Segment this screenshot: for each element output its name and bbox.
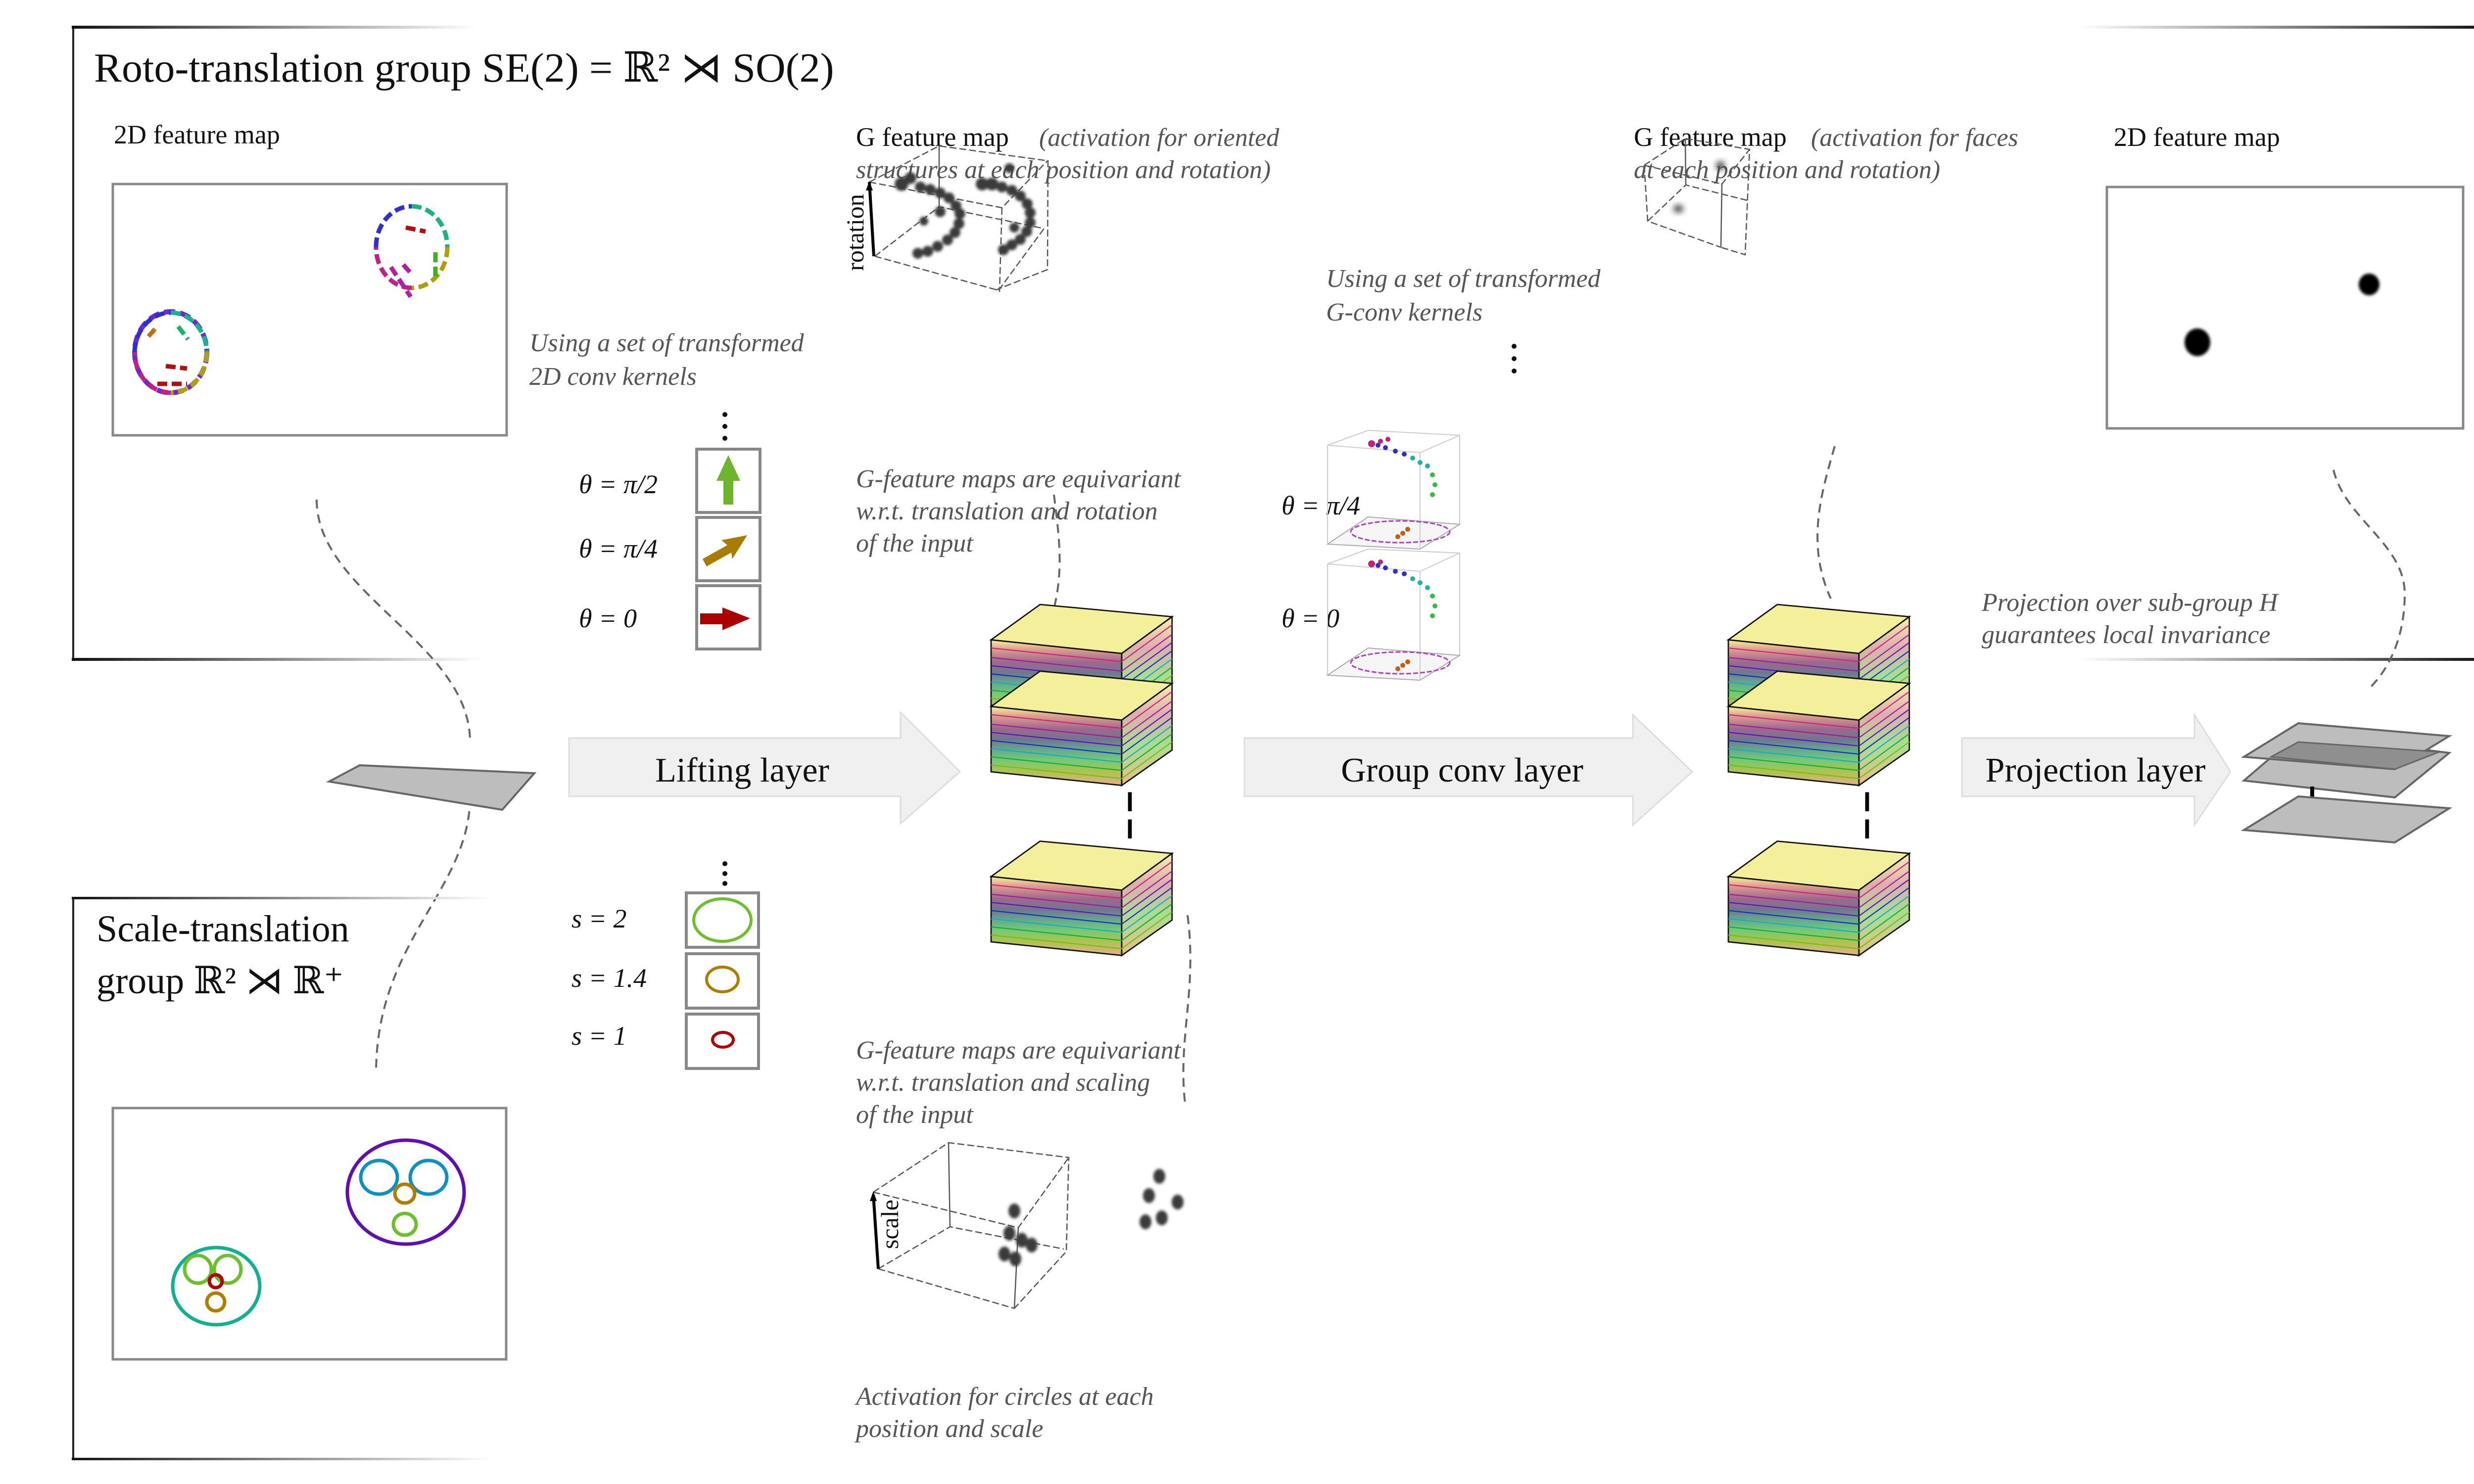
group-conv-layer-arrow[interactable]: Group conv layer xyxy=(1243,713,1694,827)
rotation-kernel-list: θ = π/2 θ = π/4 θ = 0 xyxy=(579,448,761,650)
rotation-axis-label: rotation xyxy=(841,194,869,271)
circle-medium-icon xyxy=(705,966,740,993)
gconv-kernel-label: θ = π/4 xyxy=(1282,491,1360,520)
scale-kernel-list: s = 2 s = 1.4 s = 1 xyxy=(571,891,760,1070)
kernel-s-1-4: s = 1.4 xyxy=(571,952,760,1010)
output-activation-dot xyxy=(2185,328,2210,356)
gconv-feature-stack xyxy=(1727,603,1910,956)
scale-equivariance-line-2: w.r.t. translation and scaling xyxy=(856,1068,1150,1097)
gmap1-note-line-1: (activation for oriented xyxy=(1039,124,1280,152)
lifting-note-line-1: Using a set of transformed xyxy=(529,329,805,357)
rotation-axis-arrow xyxy=(868,182,875,257)
kernel-s-2: s = 2 xyxy=(571,891,760,949)
scale-axis-arrow xyxy=(872,1194,880,1269)
projection-layer-label: Projection layer xyxy=(1985,751,2205,789)
scale-equivariance-line-1: G-feature maps are equivariant xyxy=(856,1036,1182,1065)
kernel-s-1: s = 1 xyxy=(571,1013,760,1070)
circle-face-left xyxy=(171,1246,262,1327)
ellipsis-icon xyxy=(722,412,727,441)
circle-large-icon xyxy=(692,897,753,943)
gmap2-label: G feature map xyxy=(1634,122,1787,152)
lifting-layer-label: Lifting layer xyxy=(655,751,829,789)
kernel-label: θ = 0 xyxy=(579,603,637,633)
gmap2-3d-box xyxy=(1643,138,1751,256)
projection-note-line-1: Projection over sub-group H xyxy=(1981,589,2279,617)
scale-gmap-3d-box: scale xyxy=(870,1142,1184,1309)
gconv-note-line-2: G-conv kernels xyxy=(1326,298,1482,326)
input-map-label: 2D feature map xyxy=(114,120,280,149)
roto-panel-title: Roto-translation group SE(2) = ℝ² ⋊ SO(2… xyxy=(94,45,834,91)
kernel-label: θ = π/4 xyxy=(579,534,658,563)
output-activation-dot xyxy=(2359,274,2379,295)
gmap1-3d-box: rotation xyxy=(841,145,1049,292)
group-conv-layer-label: Group conv layer xyxy=(1341,751,1583,789)
kernel-label: s = 2 xyxy=(571,904,626,933)
projection-note-line-2: guarantees local invariance xyxy=(1982,621,2270,649)
gconv-kernel-theta-pi-4: θ = π/4 xyxy=(1282,429,1462,550)
roto-equivariance-line-3: of the input xyxy=(856,529,974,557)
gconv-kernel-label: θ = 0 xyxy=(1282,603,1339,633)
gmap1-label: G feature map xyxy=(856,122,1009,152)
face-left xyxy=(132,310,209,395)
kernel-label: s = 1 xyxy=(571,1021,626,1051)
scale-translation-panel: Scale-translation group ℝ² ⋊ ℝ⁺ s = 2 xyxy=(72,861,1184,1460)
gconv-note-line-1: Using a set of transformed xyxy=(1326,265,1601,293)
arrow-right-icon xyxy=(700,607,750,630)
kernel-label: s = 1.4 xyxy=(571,963,647,993)
lifting-note-line-2: 2D conv kernels xyxy=(529,363,697,391)
scale-panel-title-line-2: group ℝ² ⋊ ℝ⁺ xyxy=(96,960,344,1002)
scale-gmap-note-line-1: Activation for circles at each xyxy=(855,1383,1154,1411)
gmap2-note-line-2: at each position and rotation) xyxy=(1634,156,1940,184)
pipeline: Lifting layer Group conv layer Projectio… xyxy=(326,603,2453,956)
roto-equivariance-line-1: G-feature maps are equivariant xyxy=(856,465,1182,493)
activation-blob xyxy=(1673,205,1683,213)
connector-lines xyxy=(316,446,2406,1104)
scale-equivariance-line-3: of the input xyxy=(856,1101,974,1129)
face-right xyxy=(374,204,450,298)
circle-small-icon xyxy=(711,1031,735,1049)
ellipsis-icon xyxy=(722,861,727,886)
projection-layer-arrow[interactable]: Projection layer xyxy=(1961,712,2232,828)
gmap1-note-line-2: structures at each position and rotation… xyxy=(856,156,1271,184)
gmap2-note-line-1: (activation for faces xyxy=(1811,124,2018,152)
scale-input-feature-map xyxy=(111,1107,508,1361)
roto-translation-panel: Roto-translation group SE(2) = ℝ² ⋊ SO(2… xyxy=(72,26,2474,681)
output-map-label: 2D feature map xyxy=(2114,122,2280,152)
kernel-theta-pi-4: θ = π/4 xyxy=(579,516,761,582)
circle-face-right xyxy=(345,1138,466,1246)
ellipsis-icon xyxy=(1512,344,1517,373)
output-feature-map xyxy=(2105,186,2465,430)
arrow-up-icon xyxy=(716,455,740,505)
lifting-layer-arrow[interactable]: Lifting layer xyxy=(568,710,961,826)
kernel-label: θ = π/2 xyxy=(579,469,658,499)
projected-planes xyxy=(2240,722,2453,844)
scale-axis-label: scale xyxy=(876,1200,904,1249)
arrow-diagonal-icon xyxy=(703,535,747,566)
activation-blob xyxy=(1716,161,1725,170)
lifted-feature-stack xyxy=(990,603,1173,956)
activation-blobs xyxy=(999,1169,1184,1266)
activation-blobs xyxy=(895,163,1036,259)
kernel-theta-0: θ = 0 xyxy=(579,584,761,650)
scale-gmap-note-line-2: position and scale xyxy=(854,1415,1043,1443)
kernel-theta-pi-2: θ = π/2 xyxy=(579,448,761,514)
gconv-kernel-theta-0: θ = 0 xyxy=(1282,548,1462,681)
scale-panel-title-line-1: Scale-translation xyxy=(96,908,349,950)
input-plane xyxy=(326,764,537,811)
roto-equivariance-line-2: w.r.t. translation and rotation xyxy=(856,497,1158,525)
